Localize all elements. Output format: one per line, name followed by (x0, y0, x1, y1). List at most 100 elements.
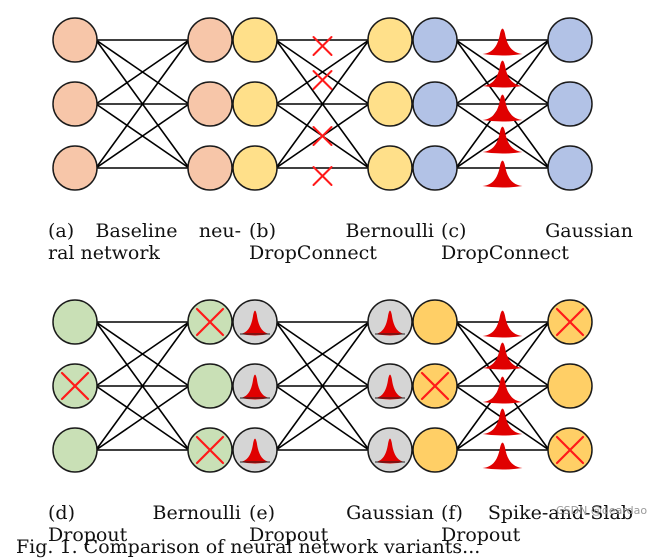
input-node (232, 299, 278, 345)
gaussian-noise-icon (240, 374, 270, 400)
connections (275, 39, 370, 169)
caption-line-2: Dropout (249, 524, 329, 546)
node-drop-cross-icon (555, 307, 585, 337)
gaussian-weight-icon (482, 310, 523, 338)
caption-line-1: (b) Bernoulli (249, 220, 434, 242)
gaussian-noise-icon (240, 310, 270, 336)
connection-drop-cross-icon (312, 36, 333, 56)
figure-footer-text: Fig. 1. Comparison of neural network var… (16, 536, 481, 558)
node-drop-cross-icon (420, 371, 450, 401)
output-node (187, 145, 233, 191)
input-node (412, 427, 458, 473)
input-node (52, 145, 98, 191)
output-node (367, 363, 413, 409)
input-node (232, 427, 278, 473)
output-node (547, 145, 593, 191)
connections (95, 321, 190, 451)
output-node (367, 427, 413, 473)
panel-c (412, 17, 593, 191)
caption-line-1: (f) Spike-and-Slab (441, 502, 633, 524)
output-node (367, 145, 413, 191)
panel-b (232, 17, 413, 191)
gaussian-weight-icon (482, 342, 523, 370)
edge (275, 321, 370, 387)
output-node (547, 427, 593, 473)
panel-a (52, 17, 233, 191)
edge (95, 321, 190, 387)
caption-line-2: DropConnect (441, 242, 569, 264)
panel-e (232, 299, 413, 473)
output-node (187, 427, 233, 473)
output-node (187, 81, 233, 127)
gaussian-noise-icon (240, 438, 270, 464)
input-node (52, 427, 98, 473)
input-node (232, 145, 278, 191)
node-drop-cross-icon (60, 371, 90, 401)
connection-drop-cross-icon (312, 126, 333, 146)
output-node (547, 299, 593, 345)
output-node (547, 17, 593, 63)
input-node (52, 363, 98, 409)
watermark-text: CSDN @deardao (556, 504, 648, 517)
input-node (412, 81, 458, 127)
edge (95, 385, 190, 451)
output-node (367, 17, 413, 63)
node-drop-cross-icon (195, 435, 225, 465)
edge (275, 39, 370, 105)
gaussian-weight-icon (482, 28, 523, 56)
gaussian-weight-icon (482, 160, 523, 188)
gaussian-noise-icon (375, 374, 405, 400)
output-node (187, 17, 233, 63)
edge (275, 321, 370, 451)
caption-line-2: DropConnect (249, 242, 377, 264)
output-node (367, 299, 413, 345)
node-drop-cross-icon (555, 435, 585, 465)
gaussian-weight-icon (482, 94, 523, 122)
gaussian-weight-icon (482, 442, 523, 470)
caption-line-1: (e) Gaussian (249, 502, 434, 524)
connection-drop-cross-icon (312, 70, 333, 90)
input-node (52, 17, 98, 63)
caption-line-1: (a) Baseline neu- (48, 220, 241, 242)
output-node (187, 299, 233, 345)
gaussian-noise-icon (375, 438, 405, 464)
node-drop-cross-icon (195, 307, 225, 337)
output-node (367, 81, 413, 127)
input-node (52, 81, 98, 127)
connections (95, 39, 190, 169)
caption-line-2: ral network (48, 242, 160, 264)
caption-line-1: (c) Gaussian (441, 220, 633, 242)
input-node (412, 17, 458, 63)
output-node (547, 81, 593, 127)
panel-f (412, 299, 593, 473)
input-node (412, 363, 458, 409)
connection-drop-cross-icon (312, 166, 333, 186)
gaussian-weight-icon (482, 376, 523, 404)
edge (95, 321, 190, 451)
edge (95, 39, 190, 105)
input-node (52, 299, 98, 345)
input-node (412, 299, 458, 345)
gaussian-weight-icon (482, 408, 523, 436)
input-node (232, 17, 278, 63)
edge (275, 385, 370, 451)
gaussian-weight-icon (482, 60, 523, 88)
gaussian-weight-icon (482, 126, 523, 154)
caption-line-1: (d) Bernoulli (48, 502, 241, 524)
input-node (232, 81, 278, 127)
edge (275, 39, 370, 169)
edge (95, 39, 190, 169)
caption-line-2: Dropout (441, 524, 521, 546)
edge (95, 103, 190, 169)
caption-a: (a) Baseline neu-ral network (48, 220, 241, 264)
caption-line-2: Dropout (48, 524, 128, 546)
output-node (547, 363, 593, 409)
input-node (412, 145, 458, 191)
input-node (232, 363, 278, 409)
